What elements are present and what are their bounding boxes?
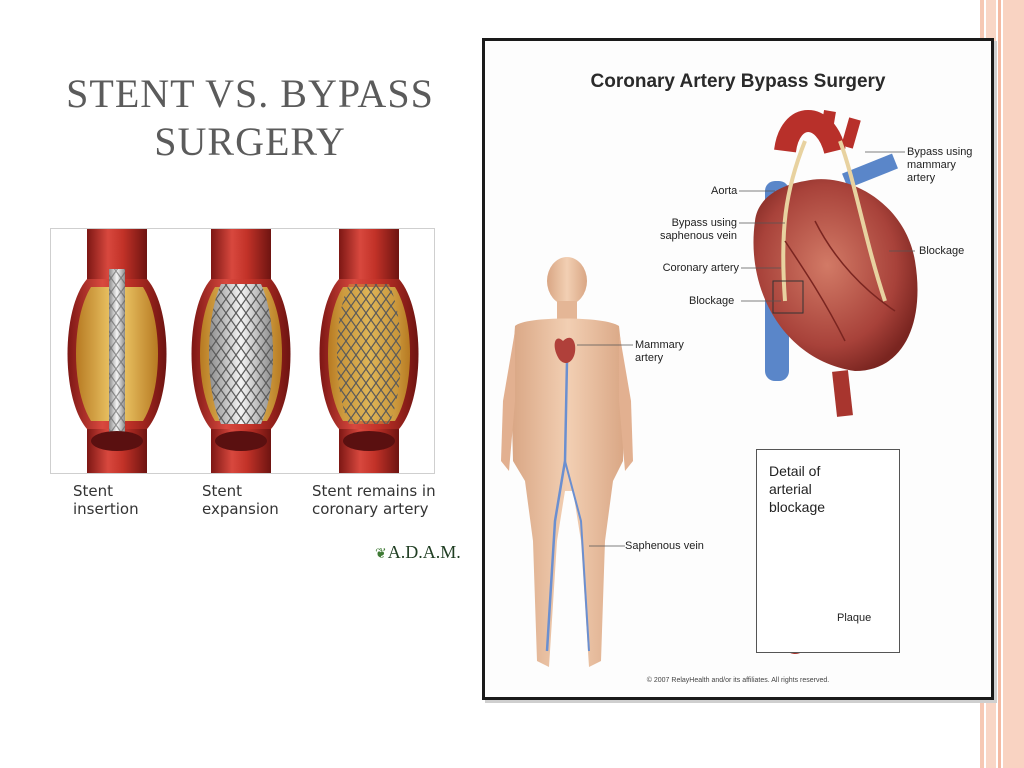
- stent-illustration: [50, 228, 435, 474]
- label-line: artery: [635, 352, 664, 364]
- caption-line: Stent: [202, 482, 243, 500]
- label-line: artery: [907, 172, 936, 184]
- label-aorta: Aorta: [711, 185, 738, 197]
- vessel-expansion: [191, 229, 291, 473]
- caption-line: Stent remains in: [312, 482, 436, 500]
- label-coronary-artery: Coronary artery: [662, 262, 739, 274]
- leader-lines: [577, 151, 915, 547]
- bypass-artwork: [501, 110, 918, 667]
- figure-title: Coronary Artery Bypass Surgery: [590, 71, 886, 92]
- detail-title: Detail of arterial blockage: [769, 462, 825, 516]
- label-saphenous-vein: Saphenous vein: [625, 540, 704, 552]
- label-mammary-artery: Mammary artery: [635, 339, 684, 365]
- label-bypass-mammary: Bypass using mammary artery: [907, 146, 972, 185]
- caption-line: coronary artery: [312, 500, 429, 518]
- label-line: Bypass using: [671, 217, 737, 229]
- copyright-text: © 2007 RelayHealth and/or its affiliates…: [646, 677, 830, 684]
- label-line: mammary: [907, 159, 956, 171]
- bypass-figure: Coronary Artery Bypass Surgery: [482, 38, 994, 700]
- label-blockage-left: Blockage: [689, 295, 735, 307]
- slide-title: STENT VS. BYPASS SURGERY: [40, 70, 460, 166]
- detail-line: Detail of: [769, 463, 821, 479]
- caption-stent-expansion: Stent expansion: [202, 482, 279, 518]
- adam-logo: ❦A.D.A.M.: [375, 542, 461, 563]
- slide-title-line1: STENT VS. BYPASS: [66, 71, 434, 116]
- detail-line: blockage: [769, 499, 826, 515]
- slide-title-line2: SURGERY: [154, 119, 346, 164]
- label-line: Mammary: [635, 339, 684, 351]
- decor-stripe: [998, 0, 1001, 768]
- leaf-icon: ❦: [375, 547, 387, 562]
- caption-stent-remains: Stent remains in coronary artery: [312, 482, 436, 518]
- label-line: saphenous vein: [659, 230, 737, 242]
- label-line: Bypass using: [907, 146, 973, 158]
- vessel-remains: [319, 229, 419, 473]
- caption-line: expansion: [202, 500, 279, 518]
- detail-line: arterial: [769, 481, 812, 497]
- label-plaque: Plaque: [837, 612, 872, 624]
- stent-artwork: [67, 229, 419, 473]
- detail-box: Detail of arterial blockage Plaque: [756, 449, 900, 653]
- heart-illustration: [753, 110, 918, 417]
- label-blockage-right: Blockage: [919, 245, 965, 257]
- label-bypass-saphenous: Bypass using saphenous vein: [653, 217, 737, 243]
- decor-stripe: [1003, 0, 1024, 768]
- caption-stent-insertion: Stent insertion: [73, 482, 139, 518]
- caption-line: Stent: [73, 482, 114, 500]
- vessel-insertion: [67, 229, 167, 473]
- caption-line: insertion: [73, 500, 139, 518]
- human-body: [501, 257, 633, 667]
- adam-logo-text: A.D.A.M.: [387, 542, 461, 562]
